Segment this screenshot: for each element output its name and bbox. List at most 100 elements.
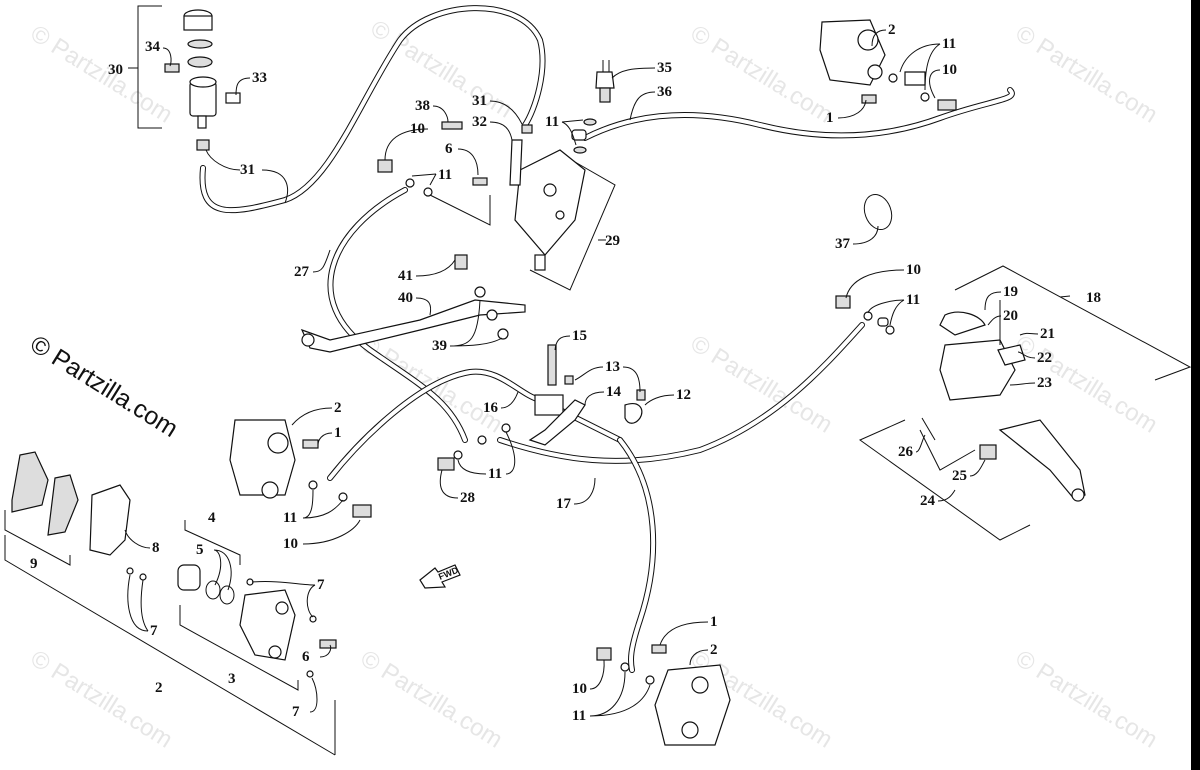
callout-2: 2 xyxy=(871,22,896,47)
leader-line xyxy=(449,299,503,347)
callout-number: 2 xyxy=(710,642,718,658)
caliper-top-right xyxy=(819,19,957,111)
callout-number: 11 xyxy=(545,114,559,130)
callout-number: 33 xyxy=(252,70,267,86)
leader-line xyxy=(659,621,709,646)
callout-number: 1 xyxy=(826,110,834,126)
leader-line xyxy=(319,644,332,658)
callout-35: 35 xyxy=(611,60,672,79)
leader-line xyxy=(415,259,456,277)
leader-line xyxy=(124,529,151,549)
hose-reservoir xyxy=(199,5,546,214)
callout-11: 11 xyxy=(867,292,920,326)
leader-line xyxy=(845,269,905,299)
callout-number: 7 xyxy=(317,577,325,593)
callout-14: 14 xyxy=(584,384,622,406)
callout-8: 8 xyxy=(124,529,160,556)
callout-number: 10 xyxy=(942,62,957,78)
callout-number: 32 xyxy=(472,114,487,130)
callout-22: 22 xyxy=(1017,350,1052,366)
junction-block xyxy=(437,344,646,471)
leader-line xyxy=(500,391,519,409)
leader-line xyxy=(689,649,709,666)
leader-line xyxy=(589,671,651,717)
callout-number: 11 xyxy=(283,510,297,526)
master-cylinder xyxy=(835,295,1086,502)
callout-number: 3 xyxy=(228,671,236,687)
callout-11: 11 xyxy=(572,671,651,724)
callout-number: 17 xyxy=(556,496,572,512)
callout-number: 2 xyxy=(334,400,342,416)
leader-line xyxy=(1019,332,1039,336)
brake-line-16 xyxy=(327,368,623,481)
leader-line xyxy=(929,69,941,99)
callout-32: 32 xyxy=(472,114,513,141)
leader-line xyxy=(235,77,251,96)
callout-9: 9 xyxy=(30,556,38,572)
callout-10: 10 xyxy=(384,121,429,161)
leader-line xyxy=(439,469,459,499)
callout-number: 11 xyxy=(906,292,920,308)
callout-1: 1 xyxy=(659,614,718,646)
callout-number: 20 xyxy=(1003,308,1018,324)
callout-number: 30 xyxy=(108,62,123,78)
callout-18: 18 xyxy=(1086,290,1101,306)
callout-number: 10 xyxy=(572,681,587,697)
leader-line xyxy=(837,99,867,119)
callout-27: 27 xyxy=(294,249,331,280)
callout-number: 35 xyxy=(657,60,672,76)
callout-number: 14 xyxy=(606,384,622,400)
callout-3: 3 xyxy=(228,671,236,687)
callout-41: 41 xyxy=(398,259,456,284)
leader-line xyxy=(317,432,333,446)
callout-number: 24 xyxy=(920,493,936,509)
leader-line xyxy=(457,148,479,176)
callout-13: 13 xyxy=(574,359,641,393)
callout-number: 21 xyxy=(1040,326,1055,342)
leader-line xyxy=(291,407,333,426)
leader-line xyxy=(852,225,879,245)
callout-4: 4 xyxy=(208,510,216,526)
clip-37 xyxy=(863,194,893,230)
callout-26: 26 xyxy=(898,434,926,460)
edge-bar xyxy=(1191,0,1200,770)
callout-number: 18 xyxy=(1086,290,1101,306)
callout-11: 11 xyxy=(899,36,956,91)
callout-16: 16 xyxy=(483,391,519,416)
callout-number: 10 xyxy=(410,121,425,137)
leader-line xyxy=(611,67,656,79)
callout-2: 2 xyxy=(155,680,163,696)
callout-19: 19 xyxy=(984,284,1018,311)
callout-number: 6 xyxy=(302,649,310,665)
leader-line xyxy=(589,659,605,690)
leader-line xyxy=(127,574,149,632)
callout-number: 11 xyxy=(488,466,502,482)
callout-2: 2 xyxy=(689,642,718,666)
leader-line xyxy=(302,519,361,545)
leader-line xyxy=(561,119,584,146)
callout-number: 34 xyxy=(145,39,161,55)
callout-31: 31 xyxy=(205,149,288,204)
callout-24: 24 xyxy=(920,489,956,509)
leader-line xyxy=(205,149,288,204)
brake-switch xyxy=(571,60,615,154)
leader-line xyxy=(984,291,1002,311)
leader-line xyxy=(969,459,986,477)
leader-line xyxy=(1017,351,1036,359)
leader-line xyxy=(411,173,437,186)
callout-30: 30 xyxy=(108,62,123,78)
callout-number: 38 xyxy=(415,98,430,114)
callout-number: 15 xyxy=(572,328,587,344)
callout-31: 31 xyxy=(472,93,523,125)
leader-line xyxy=(584,391,605,406)
callout-number: 28 xyxy=(460,490,475,506)
callout-number: 36 xyxy=(657,84,673,100)
callout-number: 8 xyxy=(152,540,160,556)
callout-6: 6 xyxy=(302,644,332,665)
leader-line xyxy=(162,47,172,67)
callout-number: 7 xyxy=(292,704,300,720)
callout-number: 40 xyxy=(398,290,413,306)
callout-number: 29 xyxy=(605,233,620,249)
leader-line xyxy=(309,677,318,713)
